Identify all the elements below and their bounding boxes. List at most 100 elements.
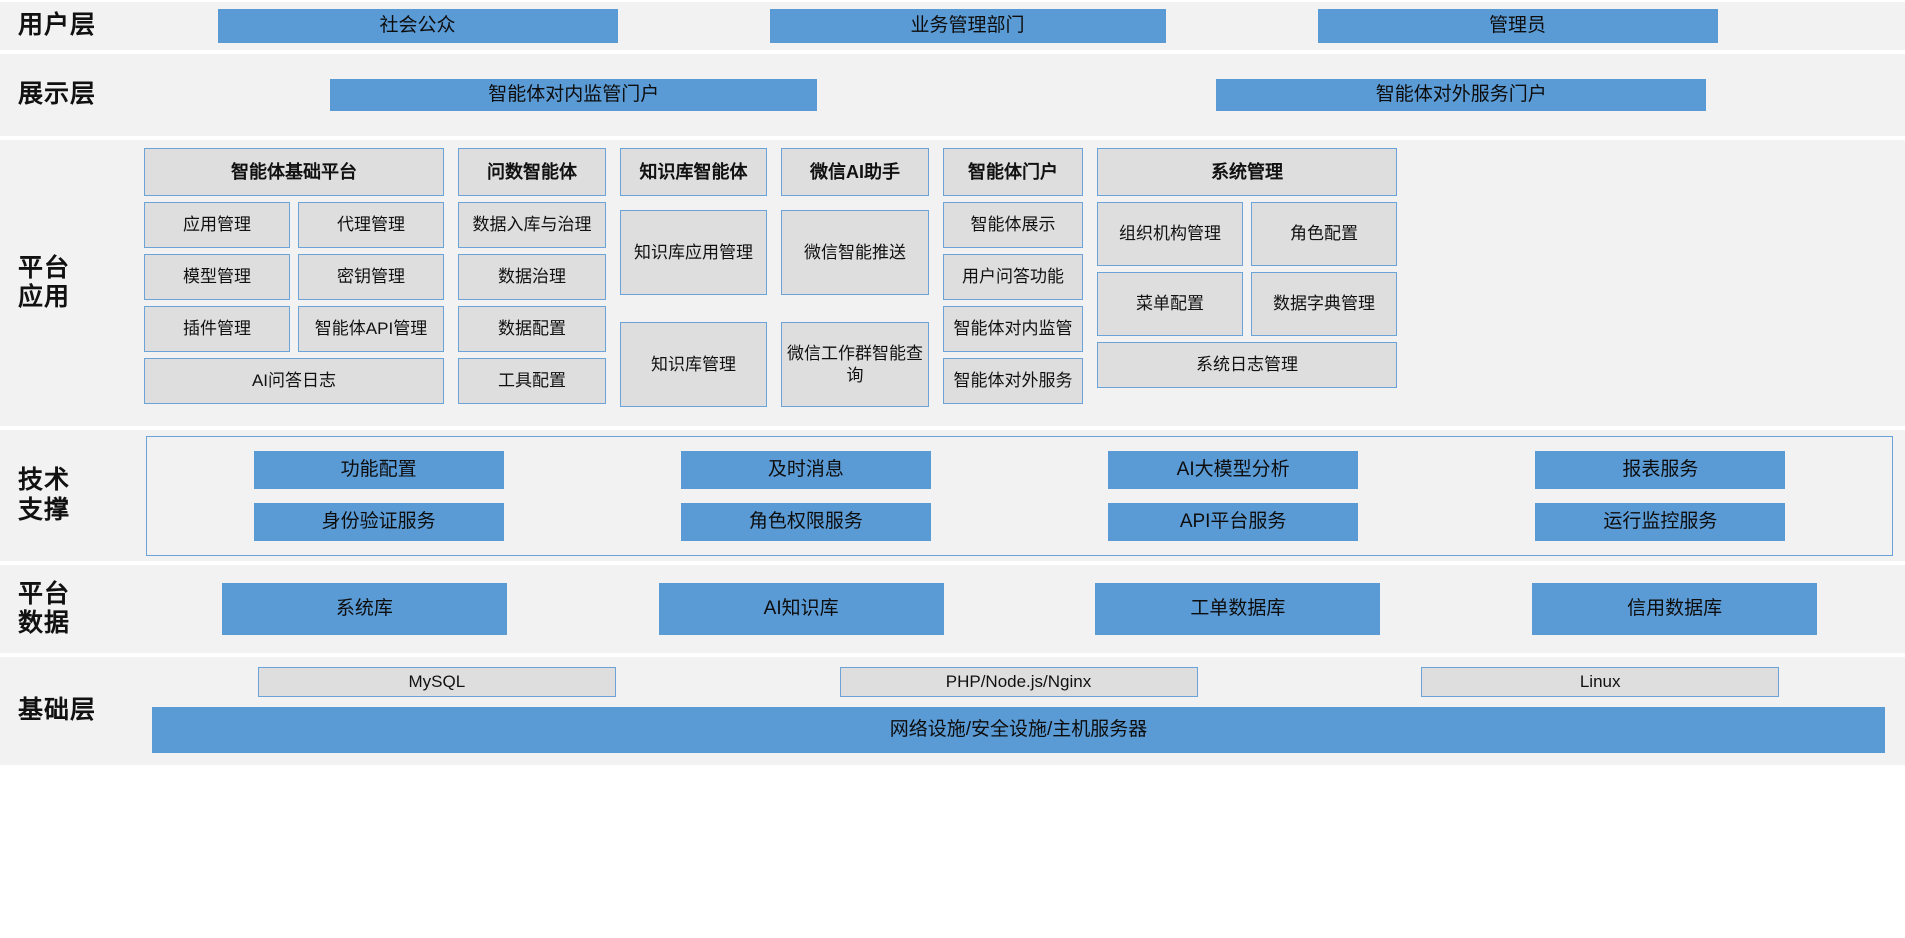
tech-item-runtime-monitoring-service[interactable]: 运行监控服务: [1535, 502, 1786, 541]
app-item-agent-external-service[interactable]: 智能体对外服务: [943, 358, 1083, 404]
app-item-user-qa-function[interactable]: 用户问答功能: [943, 254, 1083, 300]
app-column-title-data-query-agent[interactable]: 问数智能体: [458, 148, 606, 196]
app-column-title-agent-base-platform[interactable]: 智能体基础平台: [144, 148, 444, 196]
tech-item-feature-configuration[interactable]: 功能配置: [253, 450, 504, 489]
layer-presentation-body: 智能体对内监管门户 智能体对外服务门户: [130, 54, 1905, 136]
data-item-ai-knowledge-db[interactable]: AI知识库: [658, 583, 944, 635]
infra-item-network-security-host-servers[interactable]: 网络设施/安全设施/主机服务器: [152, 707, 1885, 753]
app-item-kb-application-management[interactable]: 知识库应用管理: [620, 210, 767, 295]
data-slot: 信用数据库: [1456, 583, 1893, 635]
infra-item-linux[interactable]: Linux: [1421, 667, 1780, 697]
tech-item-api-platform-service[interactable]: API平台服务: [1108, 502, 1359, 541]
user-box-business-dept[interactable]: 业务管理部门: [769, 9, 1166, 43]
tech-slot: 报表服务: [1447, 450, 1874, 489]
app-row: 系统日志管理: [1097, 342, 1397, 388]
app-item-agent-internal-supervision[interactable]: 智能体对内监管: [943, 306, 1083, 352]
app-item-ai-qa-log[interactable]: AI问答日志: [144, 358, 444, 404]
presentation-box-internal-portal[interactable]: 智能体对内监管门户: [330, 79, 818, 111]
layer-presentation-label: 展示层: [0, 54, 130, 136]
tech-slot: API平台服务: [1020, 502, 1447, 541]
app-row: 应用管理 代理管理: [144, 202, 444, 248]
app-item-tool-configuration[interactable]: 工具配置: [458, 358, 606, 404]
app-column-title-system-management[interactable]: 系统管理: [1097, 148, 1397, 196]
infra-slot: Linux: [1309, 667, 1891, 697]
app-item-agent-api-management[interactable]: 智能体API管理: [298, 306, 444, 352]
app-item-role-configuration[interactable]: 角色配置: [1251, 202, 1397, 266]
app-item-org-structure-management[interactable]: 组织机构管理: [1097, 202, 1243, 266]
app-column-wechat-ai-assistant: 微信AI助手 微信智能推送 微信工作群智能查询: [781, 148, 929, 407]
layer-user-body: 社会公众 业务管理部门 管理员: [130, 2, 1905, 50]
app-item-plugin-management[interactable]: 插件管理: [144, 306, 290, 352]
infra-item-mysql[interactable]: MySQL: [257, 667, 616, 697]
tech-item-report-service[interactable]: 报表服务: [1535, 450, 1786, 489]
infra-slot: MySQL: [146, 667, 728, 697]
data-item-credit-db[interactable]: 信用数据库: [1532, 583, 1818, 635]
user-box-admin[interactable]: 管理员: [1317, 9, 1718, 43]
user-slot-1: 社会公众: [130, 9, 705, 43]
layer-tech-support-label-line2: 支撑: [18, 495, 71, 524]
layer-platform-data-label: 平台 数据: [0, 565, 130, 653]
tech-support-row-1: 功能配置 及时消息 AI大模型分析 报表服务: [165, 450, 1874, 489]
app-item-data-dictionary-management[interactable]: 数据字典管理: [1251, 272, 1397, 336]
layer-tech-support-body: 功能配置 及时消息 AI大模型分析 报表服务 身份验证服务: [130, 430, 1905, 561]
app-item-key-management[interactable]: 密钥管理: [298, 254, 444, 300]
presentation-slot-1: 智能体对内监管门户: [130, 79, 1018, 111]
infrastructure-row-2: 网络设施/安全设施/主机服务器: [146, 707, 1891, 753]
tech-slot: 及时消息: [592, 450, 1019, 489]
tech-item-role-permission-service[interactable]: 角色权限服务: [680, 502, 931, 541]
layer-user-label-text: 用户层: [18, 11, 97, 40]
app-item-data-configuration[interactable]: 数据配置: [458, 306, 606, 352]
tech-slot: 功能配置: [165, 450, 592, 489]
app-item-wechat-smart-push[interactable]: 微信智能推送: [781, 210, 929, 295]
app-column-title-knowledge-base-agent[interactable]: 知识库智能体: [620, 148, 767, 196]
tech-slot: AI大模型分析: [1020, 450, 1447, 489]
layer-infrastructure-label: 基础层: [0, 657, 130, 765]
data-item-work-order-db[interactable]: 工单数据库: [1095, 583, 1381, 635]
layer-presentation: 展示层 智能体对内监管门户 智能体对外服务门户: [0, 52, 1905, 138]
user-slot-3: 管理员: [1230, 9, 1805, 43]
tech-item-ai-llm-analysis[interactable]: AI大模型分析: [1108, 450, 1359, 489]
tech-support-frame: 功能配置 及时消息 AI大模型分析 报表服务 身份验证服务: [146, 435, 1893, 556]
layer-platform-data-label-line1: 平台: [18, 579, 71, 608]
app-item-agent-management[interactable]: 代理管理: [298, 202, 444, 248]
app-item-menu-configuration[interactable]: 菜单配置: [1097, 272, 1243, 336]
app-row: 模型管理 密钥管理: [144, 254, 444, 300]
tech-item-authentication-service[interactable]: 身份验证服务: [253, 502, 504, 541]
app-item-model-management[interactable]: 模型管理: [144, 254, 290, 300]
tech-support-row-2: 身份验证服务 角色权限服务 API平台服务 运行监控服务: [165, 502, 1874, 541]
app-item-kb-management[interactable]: 知识库管理: [620, 322, 767, 407]
app-column-system-management: 系统管理 组织机构管理 角色配置 菜单配置 数据字典管理 系统日志管理: [1097, 148, 1397, 388]
tech-slot: 运行监控服务: [1447, 502, 1874, 541]
tech-item-instant-message[interactable]: 及时消息: [680, 450, 931, 489]
app-row: 菜单配置 数据字典管理: [1097, 272, 1397, 336]
app-column-data-query-agent: 问数智能体 数据入库与治理 数据治理 数据配置 工具配置: [458, 148, 606, 404]
layer-platform-apps-label-line2: 应用: [18, 283, 71, 311]
app-item-wechat-group-smart-query[interactable]: 微信工作群智能查询: [781, 322, 929, 407]
data-slot: 系统库: [146, 583, 583, 635]
app-column-title-wechat-ai-assistant[interactable]: 微信AI助手: [781, 148, 929, 196]
infra-item-php-node-nginx[interactable]: PHP/Node.js/Nginx: [839, 667, 1198, 697]
layer-platform-apps-body: 智能体基础平台 应用管理 代理管理 模型管理 密钥管理 插件管理 智能体API管…: [130, 140, 1905, 426]
data-slot: AI知识库: [583, 583, 1020, 635]
data-item-system-db[interactable]: 系统库: [221, 583, 507, 635]
app-item-data-governance[interactable]: 数据治理: [458, 254, 606, 300]
layer-tech-support-label: 技术 支撑: [0, 430, 130, 561]
user-box-public[interactable]: 社会公众: [217, 9, 618, 43]
app-item-application-management[interactable]: 应用管理: [144, 202, 290, 248]
layer-infrastructure: 基础层 MySQL PHP/Node.js/Nginx Linux 网络设施/安…: [0, 655, 1905, 765]
presentation-box-external-portal[interactable]: 智能体对外服务门户: [1216, 79, 1707, 111]
tech-slot: 身份验证服务: [165, 502, 592, 541]
app-item-agent-showcase[interactable]: 智能体展示: [943, 202, 1083, 248]
layer-platform-data: 平台 数据 系统库 AI知识库 工单数据库 信用数据库: [0, 563, 1905, 655]
layer-presentation-label-text: 展示层: [18, 80, 97, 109]
layer-user-label: 用户层: [0, 2, 130, 50]
app-column-agent-base-platform: 智能体基础平台 应用管理 代理管理 模型管理 密钥管理 插件管理 智能体API管…: [144, 148, 444, 404]
layer-platform-apps-label: 平台 应用: [0, 140, 130, 426]
tech-slot: 角色权限服务: [592, 502, 1019, 541]
app-item-data-ingest-governance[interactable]: 数据入库与治理: [458, 202, 606, 248]
user-slot-2: 业务管理部门: [705, 9, 1230, 43]
app-item-system-log-management[interactable]: 系统日志管理: [1097, 342, 1397, 388]
infra-slot: PHP/Node.js/Nginx: [728, 667, 1310, 697]
app-column-title-agent-portal[interactable]: 智能体门户: [943, 148, 1083, 196]
